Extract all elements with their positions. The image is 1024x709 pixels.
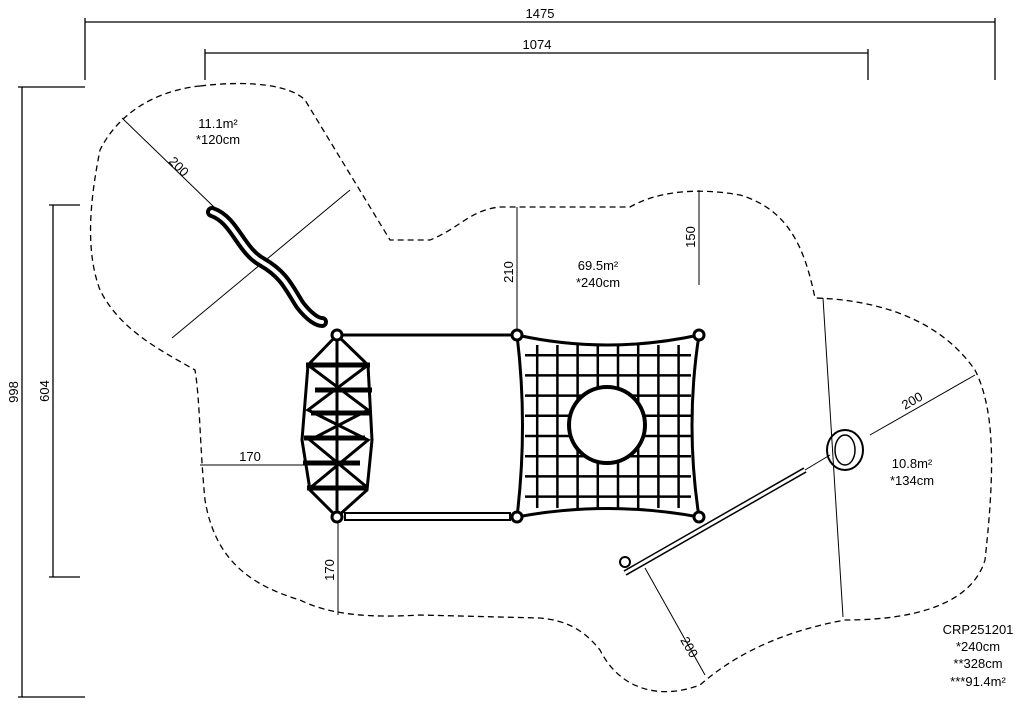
- svg-text:998: 998: [6, 381, 21, 403]
- svg-text:1475: 1475: [526, 6, 555, 21]
- swing-area: 10.8m²: [892, 456, 933, 471]
- safety-zone-boundary: [89, 82, 993, 693]
- swing-bottom-dimension: [644, 567, 706, 676]
- swing-zone-dimension: [869, 374, 976, 436]
- svg-text:1074: 1074: [523, 37, 552, 52]
- posts: [330, 328, 706, 524]
- slide-height: *120cm: [196, 132, 240, 147]
- net-top-right-label: 150: [683, 226, 698, 248]
- net-height: *240cm: [576, 275, 620, 290]
- swing-zone-line: [822, 297, 844, 618]
- swing-bottom-label: 200: [677, 634, 701, 660]
- bottom-gap-label: 170: [322, 559, 337, 581]
- dimension-inner-height: 604: [37, 204, 80, 578]
- svg-text:CRP251201: CRP251201: [943, 622, 1014, 637]
- left-gap-label: 170: [239, 449, 261, 464]
- svg-text:*240cm: *240cm: [956, 639, 1000, 654]
- basket-swing: [619, 429, 864, 576]
- slide-zone-dimension-label: 200: [166, 154, 192, 180]
- product-info: CRP251201 *240cm **328cm ***91.4m²: [943, 622, 1014, 689]
- net-top-left-label: 210: [501, 261, 516, 283]
- svg-text:***91.4m²: ***91.4m²: [950, 674, 1006, 689]
- swing-height: *134cm: [890, 473, 934, 488]
- net-area: 69.5m²: [578, 258, 619, 273]
- svg-text:604: 604: [37, 380, 52, 402]
- climbing-net: [515, 333, 701, 519]
- slide-zone-dimension: [121, 117, 216, 209]
- ladder-climber: [300, 332, 374, 520]
- svg-text:**328cm: **328cm: [953, 656, 1002, 671]
- bottom-beam: [344, 512, 511, 521]
- dimension-inner-width: 1074: [204, 37, 869, 80]
- dimension-overall-width: 1475: [84, 6, 996, 80]
- swing-zone-right-label: 200: [899, 389, 925, 413]
- slide-area: 11.1m²: [198, 116, 238, 131]
- dimension-overall-height: 998: [6, 86, 85, 698]
